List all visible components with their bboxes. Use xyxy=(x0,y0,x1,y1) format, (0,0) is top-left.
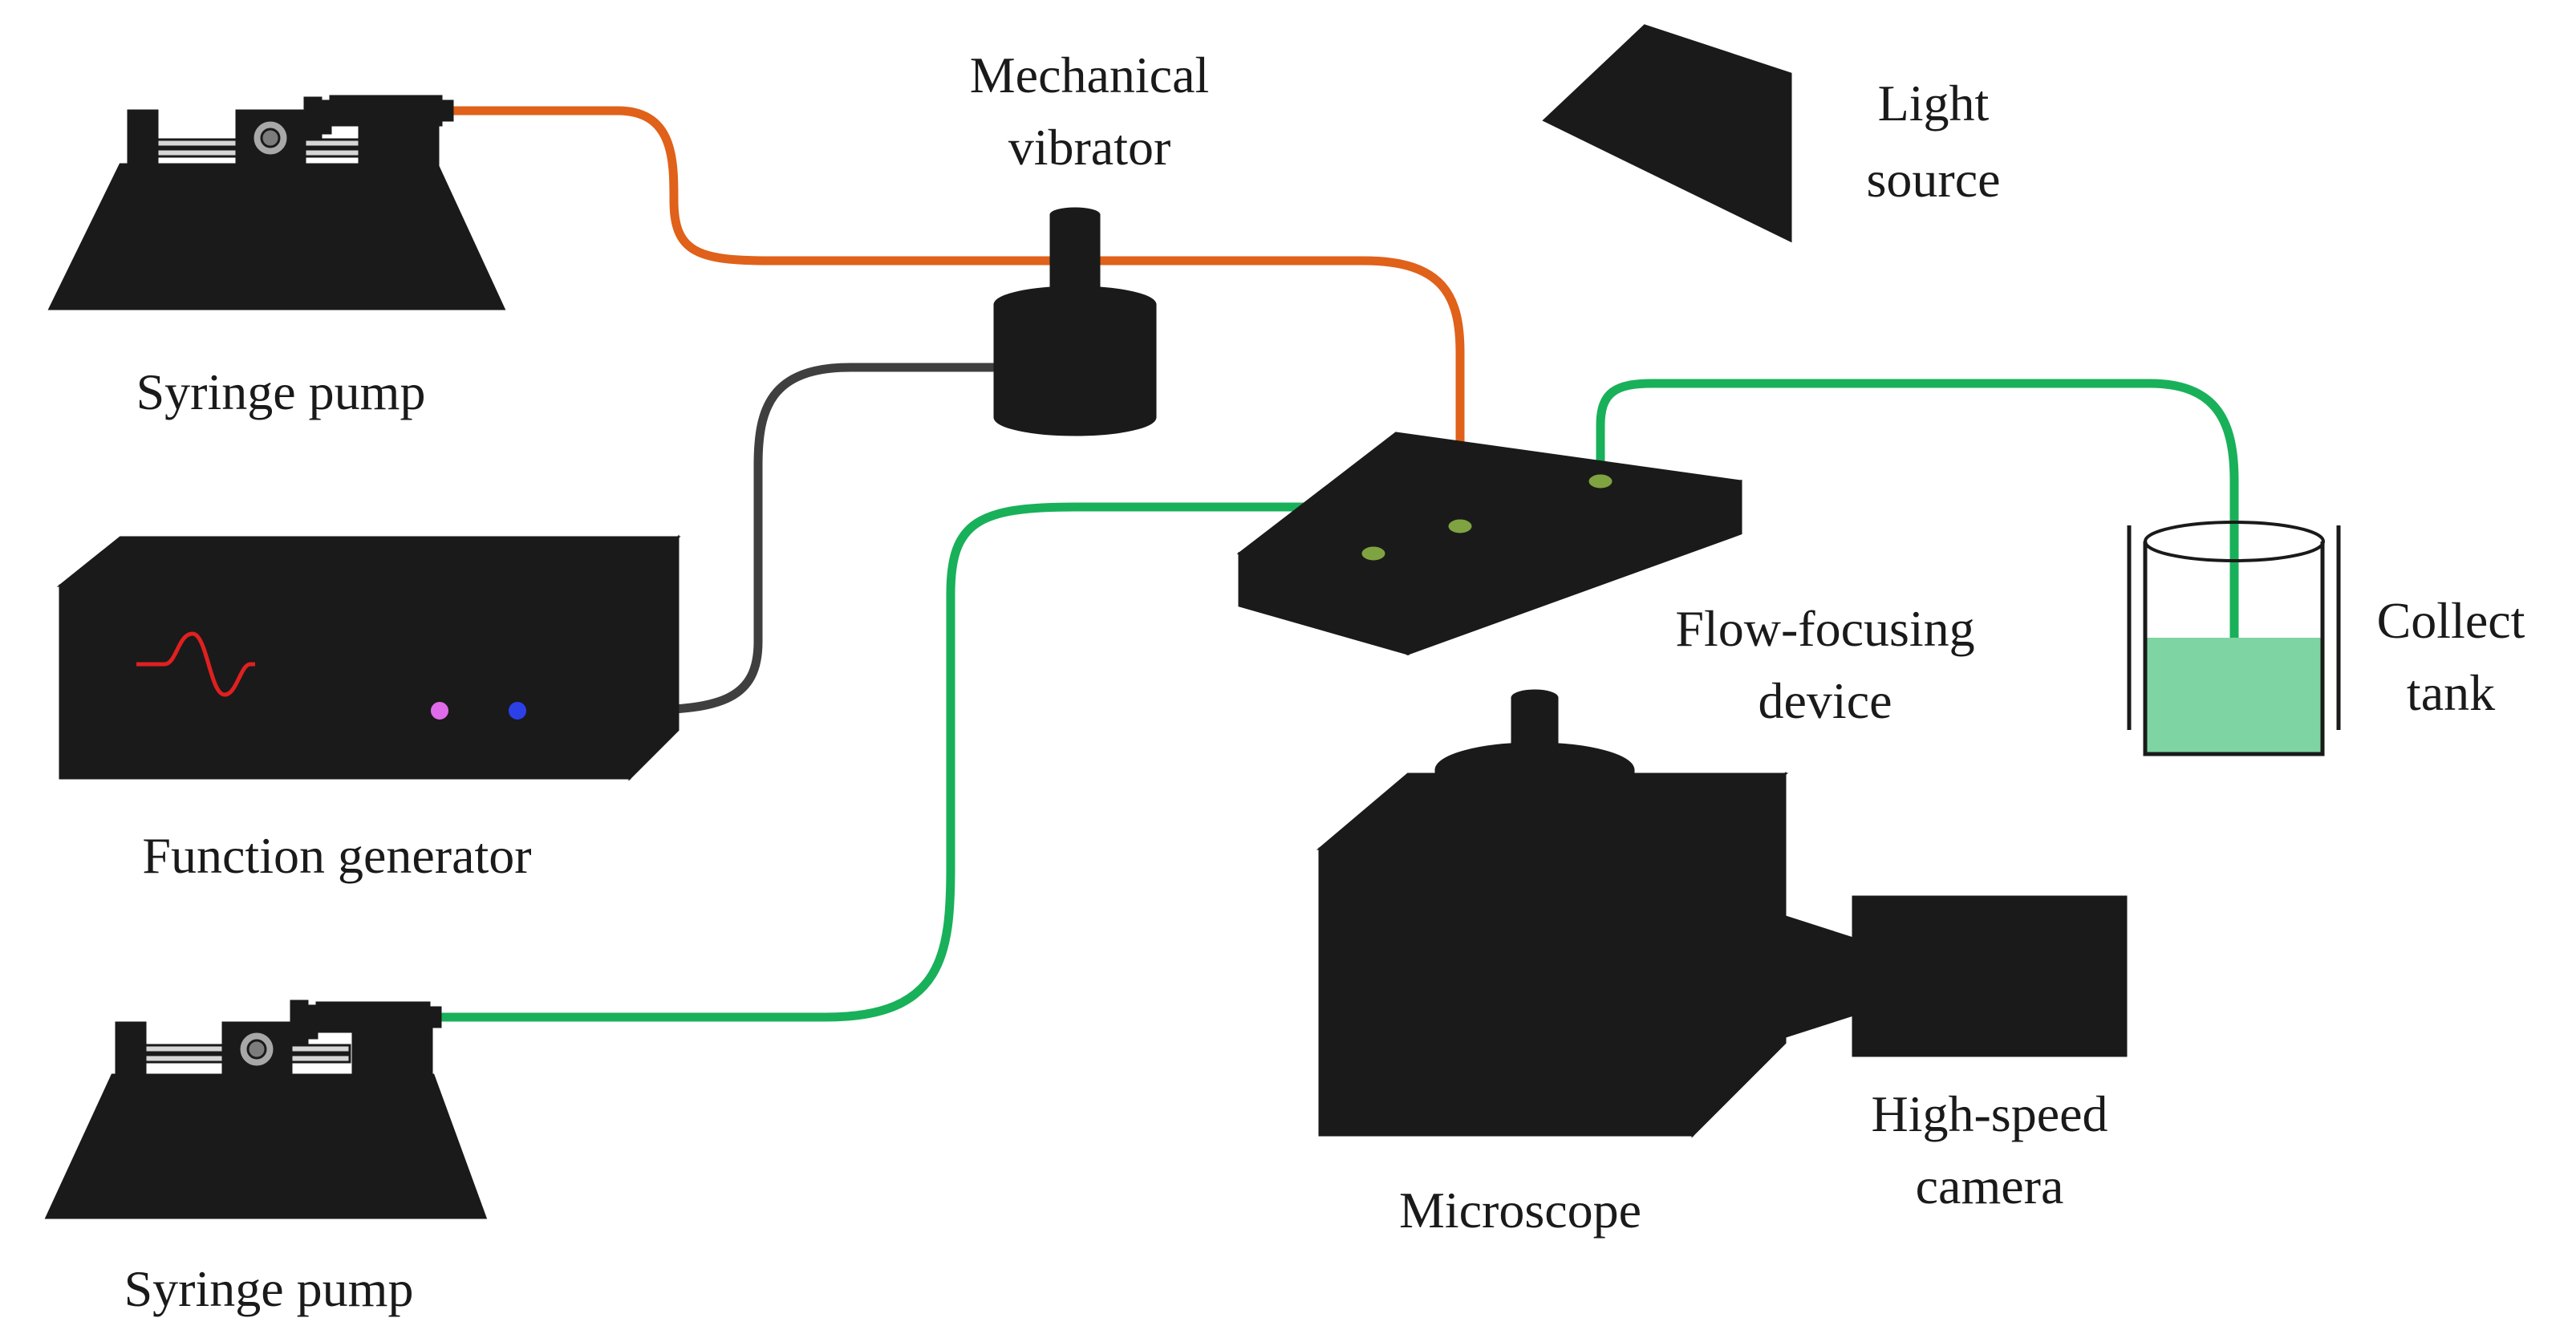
green-outlet-tube xyxy=(1596,379,2239,647)
microscope-label: Microscope xyxy=(1399,1182,1641,1239)
sine-wave-icon xyxy=(136,631,255,697)
flow-focusing-label-line1: Flow-focusing xyxy=(1675,600,1974,657)
mechanical-vibrator-label-line2: vibrator xyxy=(1008,119,1171,176)
flow-focusing-label-line2: device xyxy=(1759,672,1892,729)
collect-tank-label-line2: tank xyxy=(2407,664,2495,721)
mechanical-vibrator-label-line1: Mechanical xyxy=(970,47,1210,103)
syringe-pump-bottom xyxy=(44,1000,488,1219)
syringe-pump-top xyxy=(47,95,506,310)
function-generator xyxy=(56,534,681,781)
collect-tank-label-line1: Collect xyxy=(2377,592,2525,649)
signal-cable xyxy=(517,363,1000,715)
syringe-pump-top-label: Syringe pump xyxy=(136,363,426,420)
syringe-pump-bottom-label: Syringe pump xyxy=(124,1260,414,1317)
light-source-label-line1: Light xyxy=(1878,75,1990,132)
orange-tube xyxy=(444,106,1465,526)
high-speed-camera xyxy=(1739,895,2128,1057)
generator-screen xyxy=(80,612,308,720)
output-port-blue xyxy=(507,700,528,721)
collect-tank xyxy=(2127,521,2341,756)
flow-focusing-device xyxy=(1236,432,1742,656)
light-source xyxy=(1542,24,1792,243)
output-port-pink xyxy=(429,700,450,721)
mechanical-vibrator xyxy=(993,207,1157,436)
microscope xyxy=(1316,689,1789,1138)
function-generator-label: Function generator xyxy=(142,827,531,884)
light-source-label-line2: source xyxy=(1866,151,2000,208)
high-speed-camera-label-line2: camera xyxy=(1916,1158,2064,1214)
high-speed-camera-label-line1: High-speed xyxy=(1871,1085,2107,1142)
